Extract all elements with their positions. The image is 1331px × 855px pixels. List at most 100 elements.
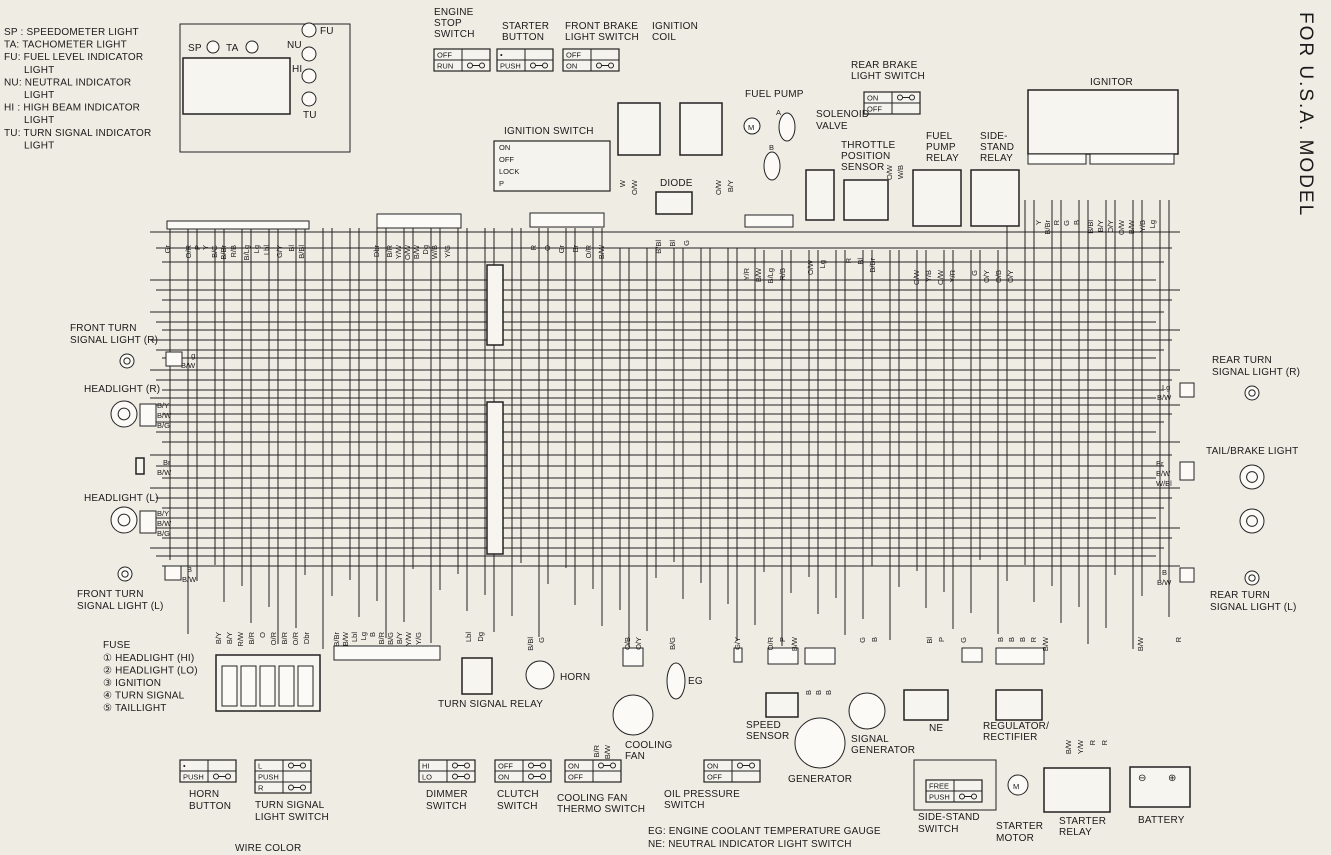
gen-wire-code: B xyxy=(814,690,823,695)
ne-wire-code: Bl xyxy=(925,637,934,644)
front-turn-signal-r-filament xyxy=(123,357,131,365)
turn-indicator xyxy=(301,91,317,107)
coil-wire-code: W xyxy=(618,179,627,187)
meter-wire-code: Y xyxy=(201,245,210,250)
oil-pressure-switch-state: OFF xyxy=(707,773,722,782)
side-stand-switch-label: SWITCH xyxy=(918,824,959,835)
fuse-1 xyxy=(221,665,238,707)
meter-hi: HI xyxy=(292,64,302,75)
fr-l-code: B xyxy=(187,565,192,574)
pump-wire-code: B/Lg xyxy=(766,268,775,283)
meter-wire-code: B/G xyxy=(210,245,219,258)
ssr-wire-code: G xyxy=(970,270,979,276)
joint-connector-upper xyxy=(486,264,504,346)
fan-connector xyxy=(622,647,644,667)
diode xyxy=(655,191,693,215)
fr-r-code: Lg xyxy=(187,351,195,360)
ignition-switch xyxy=(493,140,611,192)
headlight-r-label: HEADLIGHT (R) xyxy=(84,384,160,395)
hl-r-code: B/W xyxy=(157,411,172,420)
turn-switch-label: LIGHT SWITCH xyxy=(255,812,329,823)
fuel-pump-m: M xyxy=(748,123,754,132)
position-light xyxy=(135,457,145,475)
starter-button xyxy=(496,48,554,72)
ssr-wire-code: O/B xyxy=(994,270,1003,283)
engine-stop-label: ENGINE xyxy=(434,7,474,18)
dimmer-label: SWITCH xyxy=(426,801,467,812)
bundle2-wire-code: B/W xyxy=(412,244,421,259)
diode-wire-code: Bl xyxy=(668,240,677,247)
ignition-coil-1 xyxy=(617,102,661,156)
speed-sensor-label: SPEED xyxy=(746,720,781,731)
starter-button-label: STARTER xyxy=(502,21,549,32)
switch-bundle-connector xyxy=(333,645,441,661)
meter-connector xyxy=(166,220,310,230)
ignitor-connector-2 xyxy=(1089,153,1175,165)
legend-line: LIGHT xyxy=(24,65,54,76)
switch-wire-code: B/Y xyxy=(395,632,404,644)
side-stand-switch-label: SIDE-STAND xyxy=(918,812,980,823)
starter-motor xyxy=(1007,774,1029,796)
fpr-wire-code: Y/R xyxy=(948,269,957,282)
legend-line: NU: NEUTRAL INDICATOR xyxy=(4,77,131,88)
siggen-wire-code: B xyxy=(870,637,879,642)
fuse-5 xyxy=(297,665,314,707)
eg-label: EG xyxy=(688,676,703,687)
high-beam-indicator xyxy=(301,68,317,84)
ign-wire-code: Gr xyxy=(557,245,566,254)
ignitor-wire-code: B xyxy=(1072,220,1081,225)
starter-relay xyxy=(1043,767,1111,813)
speed-wire-code: B/W xyxy=(790,636,799,651)
fuel-pump-relay-label: FUEL xyxy=(926,131,953,142)
legend-line: LIGHT xyxy=(24,140,54,151)
coil-wire-code: O/W xyxy=(714,179,723,195)
headlight-l-filament xyxy=(117,513,131,527)
meter-wire-code: B/Br xyxy=(219,245,228,260)
headlight-l xyxy=(110,506,138,534)
meter-sp: SP xyxy=(188,43,202,54)
rr-l-code: B xyxy=(1162,568,1167,577)
switch-wire-code: B xyxy=(368,632,377,637)
tps-label: POSITION xyxy=(841,151,890,162)
headlight-r-filament xyxy=(117,407,131,421)
fuse-wire-code: Dbr xyxy=(302,632,311,645)
oil-pressure-switch-state: ON xyxy=(707,762,718,771)
rear-turn-r-label: SIGNAL LIGHT (R) xyxy=(1212,367,1300,378)
legend-line: TA: TACHOMETER LIGHT xyxy=(4,40,127,51)
clutch-label: SWITCH xyxy=(497,801,538,812)
rear-brake-label: LIGHT SWITCH xyxy=(851,71,925,82)
horn-button-state: • xyxy=(183,762,186,771)
meter-wire-code: O/R xyxy=(184,244,193,258)
meter-wire-code: Bl xyxy=(287,245,296,252)
rr-l-code: B/W xyxy=(1157,578,1172,587)
tps-label: THROTTLE xyxy=(841,140,896,151)
meter-ta: TA xyxy=(226,43,239,54)
speedometer-light xyxy=(206,40,220,54)
fr-l-code: B/W xyxy=(182,575,197,584)
sol-wire-code: Lg xyxy=(818,260,827,268)
fan-thermo-label: THERMO SWITCH xyxy=(557,804,645,815)
reg-wire-code: B/W xyxy=(1041,636,1050,651)
front-turn-l-label: SIGNAL LIGHT (L) xyxy=(77,601,164,612)
legend-line: FU: FUEL LEVEL INDICATOR xyxy=(4,52,143,63)
starter-button-state: • xyxy=(500,51,503,60)
rear-turn-l-plug xyxy=(1179,567,1195,583)
sss-code: G xyxy=(959,637,968,643)
fuel-pump-label: FUEL PUMP xyxy=(745,89,804,100)
tps-wire-code: R xyxy=(844,257,853,263)
legend-line: LIGHT xyxy=(24,90,54,101)
brake-wire-code: W/B xyxy=(896,165,905,179)
meter-wire-code: Lg xyxy=(252,245,261,253)
front-turn-l-label: FRONT TURN xyxy=(77,589,144,600)
fuse-item: ⑤ TAILLIGHT xyxy=(103,703,167,714)
bat-wire-code: R xyxy=(1174,636,1183,642)
reg-wire-code: B xyxy=(1018,637,1027,642)
ignitor-wire-code: O/Y xyxy=(1106,220,1115,233)
neutral-switch xyxy=(903,689,949,721)
rear-turn-signal-l-filament xyxy=(1248,574,1256,582)
fr-r-code: B/W xyxy=(181,361,196,370)
clutch-label: CLUTCH xyxy=(497,789,539,800)
signal-generator-label: GENERATOR xyxy=(851,745,915,756)
fuel-pump-a xyxy=(778,112,796,142)
gen-wire-code: B xyxy=(824,690,833,695)
